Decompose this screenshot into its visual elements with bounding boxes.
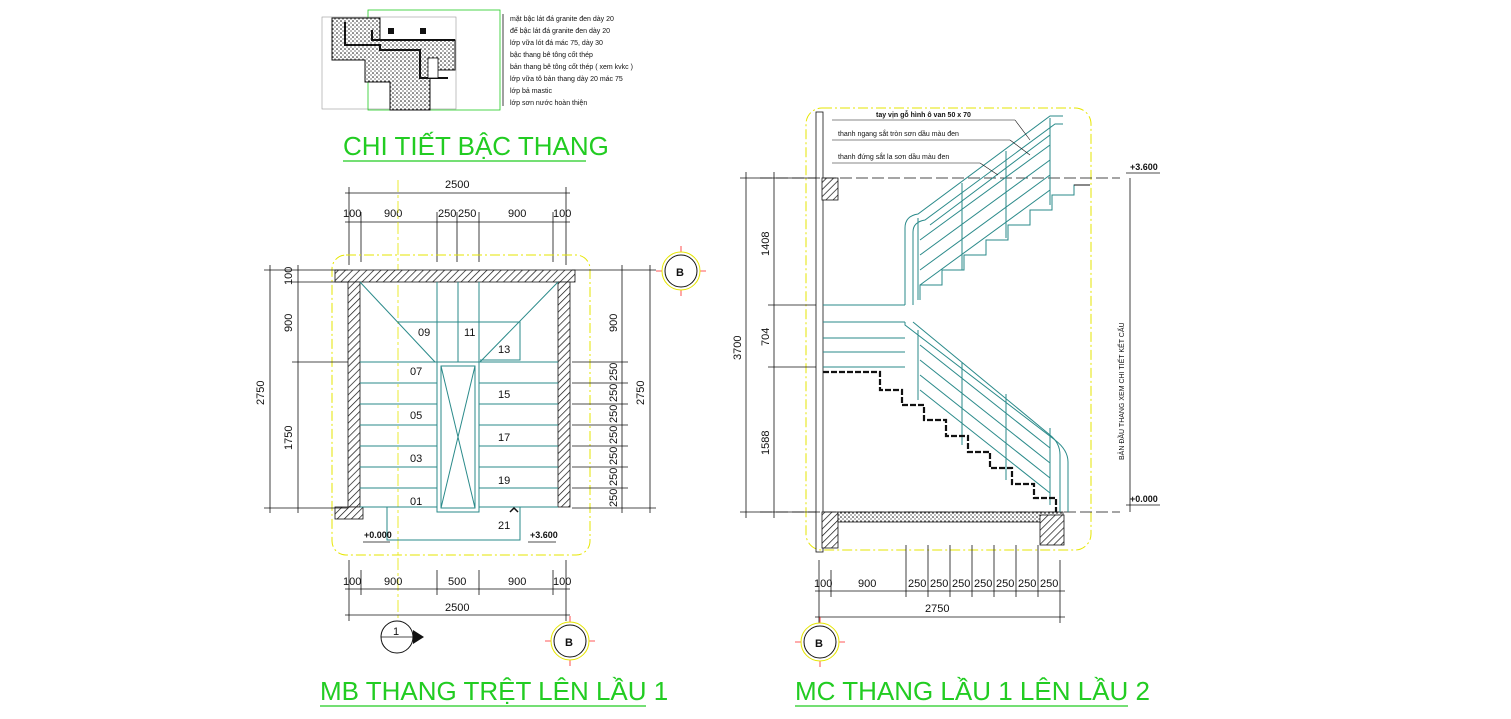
- section-marker: 1: [380, 620, 424, 654]
- plan-top-dim: 900: [508, 208, 526, 220]
- detail-note: bậc thang bê tông cốt thép: [510, 50, 593, 59]
- axis-label: B: [565, 637, 573, 649]
- step-number: 05: [410, 410, 422, 422]
- section-left-dim: 1408: [760, 232, 772, 256]
- section-bottom-dim: 250: [930, 578, 948, 590]
- detail-note: đế bậc lát đá granite đen dày 20: [510, 26, 610, 35]
- section-note: tay vịn gỗ hình ô van 50 x 70: [876, 110, 971, 119]
- detail-notes: mặt bậc lát đá granite đen dày 20 đế bậc…: [510, 16, 633, 107]
- section-bottom-dim: 250: [974, 578, 992, 590]
- plan-bottom-dim: 100: [553, 576, 571, 588]
- plan-level-right: +3.600: [530, 530, 558, 540]
- plan-right-dim: 250: [608, 468, 620, 486]
- section-level-bottom: +0.000: [1130, 494, 1158, 504]
- section-note: thanh đứng sắt la sơn dầu màu đen: [838, 152, 949, 161]
- step-number: 11: [464, 327, 475, 339]
- plan-level-left: +0.000: [364, 530, 392, 540]
- detail-note: lớp sơn nước hoàn thiện: [510, 100, 587, 107]
- plan-top-dim: 100: [343, 208, 361, 220]
- step-number: 03: [410, 453, 422, 465]
- section-title: MC THANG LẦU 1 LÊN LẦU 2: [795, 676, 1150, 706]
- detail-note: lớp bả mastic: [510, 88, 552, 95]
- plan-top-dim: 250: [438, 208, 456, 220]
- section-left-dim: 1588: [760, 431, 772, 455]
- plan-right-dim: 250: [608, 447, 620, 465]
- step-number: 13: [498, 344, 510, 356]
- section-bottom-dim: 250: [1040, 578, 1058, 590]
- stair-detail: mặt bậc lát đá granite đen dày 20 đế bậc…: [321, 9, 633, 111]
- detail-title: CHI TIẾT BẬC THANG: [343, 131, 609, 161]
- plan-title: MB THANG TRỆT LÊN LẦU 1: [320, 676, 668, 706]
- section-bottom-dim: 250: [996, 578, 1014, 590]
- plan-right-dim: 250: [608, 489, 620, 507]
- plan-bottom-dim: 100: [343, 576, 361, 588]
- stair-plan: 2500 100 900 250 250 900 100: [255, 179, 706, 666]
- plan-right-dim: 250: [608, 426, 620, 444]
- detail-note: lớp vữa tô bản thang dày 20 mác 75: [510, 76, 623, 83]
- step-number: 19: [498, 475, 510, 487]
- step-number: 21: [498, 520, 510, 532]
- step-number: 17: [498, 432, 510, 444]
- detail-note: lớp vữa lót đá mác 75, dày 30: [510, 40, 603, 47]
- section-bottom-dim: 250: [1018, 578, 1036, 590]
- plan-bottom-dim: 900: [384, 576, 402, 588]
- section-bottom-dim: 250: [908, 578, 926, 590]
- section-vertical-note: BẢN ĐẦU THANG XEM CHI TIẾT KẾT CẤU: [1116, 322, 1126, 460]
- plan-right-dim: 250: [608, 363, 620, 381]
- plan-right-total: 2750: [635, 381, 647, 405]
- step-number: 09: [418, 327, 430, 339]
- axis-marker-bottom: B: [545, 616, 595, 666]
- plan-top-dim: 100: [553, 208, 571, 220]
- detail-note: bản thang bê tông cốt thép ( xem kvkc ): [510, 62, 633, 71]
- plan-left-dim: 1750: [283, 426, 295, 450]
- plan-bottom-dim: 500: [448, 576, 466, 588]
- step-number: 01: [410, 496, 422, 508]
- section-bottom-total: 2750: [925, 603, 949, 615]
- section-bottom-dim: 900: [858, 578, 876, 590]
- axis-marker-right: B: [656, 246, 706, 296]
- plan-bottom-total: 2500: [445, 602, 469, 614]
- section-note: thanh ngang sắt tròn sơn dầu màu đen: [838, 129, 959, 138]
- section-bottom-dim: 250: [952, 578, 970, 590]
- plan-left-dim: 100: [283, 267, 295, 285]
- plan-right-dim: 250: [608, 405, 620, 423]
- plan-right-dim: 900: [608, 314, 620, 332]
- plan-left-total: 2750: [255, 381, 267, 405]
- axis-label: B: [815, 638, 823, 650]
- axis-marker-section: B: [795, 617, 845, 667]
- plan-bottom-dim: 900: [508, 576, 526, 588]
- detail-note: mặt bậc lát đá granite đen dày 20: [510, 16, 614, 23]
- section-left-dim: 704: [760, 328, 772, 346]
- section-level-top: +3.600: [1130, 162, 1158, 172]
- stair-section: tay vịn gỗ hình ô van 50 x 70 thanh ngan…: [732, 107, 1160, 667]
- step-number: 15: [498, 389, 510, 401]
- plan-top-total: 2500: [445, 179, 469, 191]
- section-label: 1: [393, 626, 399, 638]
- step-number: 07: [410, 366, 422, 378]
- plan-top-dim: 250: [458, 208, 476, 220]
- plan-right-dim: 250: [608, 384, 620, 402]
- section-left-total: 3700: [732, 336, 744, 360]
- axis-label: B: [676, 267, 684, 279]
- plan-top-dim: 900: [384, 208, 402, 220]
- plan-left-dim: 900: [283, 314, 295, 332]
- section-bottom-dim: 100: [814, 578, 832, 590]
